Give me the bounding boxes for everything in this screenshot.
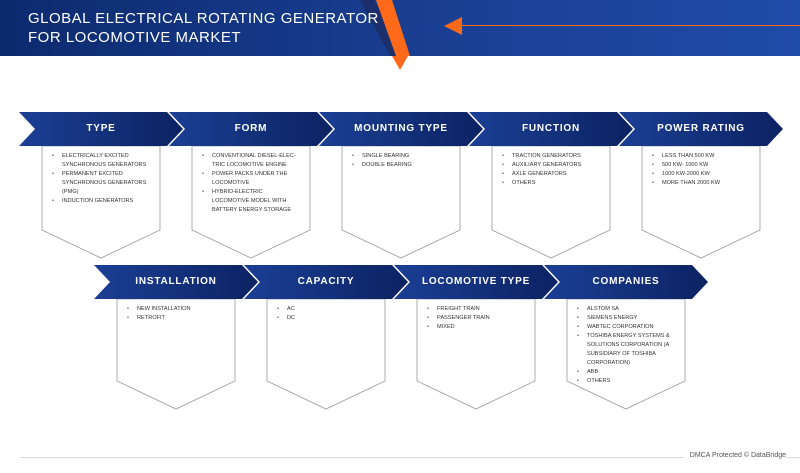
- list-item: WABTEC CORPORATION: [577, 323, 675, 332]
- chevron-companies: [544, 265, 708, 299]
- items-list-locomotive-type: FREIGHT TRAINPASSENGER TRAINMIXED: [427, 305, 525, 332]
- items-list-capacity: ACDC: [277, 305, 375, 323]
- page-title-line-1: GLOBAL ELECTRICAL ROTATING GENERATOR: [28, 10, 379, 27]
- page-title-line-2: FOR LOCOMOTIVE MARKET: [28, 29, 242, 46]
- list-item: INDUCTION GENERATORS: [52, 197, 150, 206]
- list-item: LESS THAN 500 KW: [652, 152, 750, 161]
- stage-label-capacity: CAPACITY: [297, 276, 355, 287]
- list-item: SINGLE BEARING: [352, 152, 450, 161]
- stage-label-companies: COMPANIES: [592, 276, 660, 287]
- page-title: GLOBAL ELECTRICAL ROTATING GENERATOR FOR…: [28, 9, 379, 47]
- list-item: AC: [277, 305, 375, 314]
- list-item: HYBRID-ELECTRIC LOCOMOTIVE MODEL WITH BA…: [202, 188, 300, 215]
- stage-label-function: FUNCTION: [521, 123, 581, 134]
- chevron-capacity: [244, 265, 408, 299]
- list-item: POWER PACKS UNDER THE LOCOMOTIVE: [202, 170, 300, 188]
- items-list-power-rating: LESS THAN 500 KW500 KW- 1000 KW1000 KW-2…: [652, 152, 750, 188]
- list-item: 1000 KW-2000 KW: [652, 170, 750, 179]
- list-item: ABB: [577, 368, 675, 377]
- list-item: TRACTION GENERATORS: [502, 152, 600, 161]
- footer-divider: [20, 457, 800, 458]
- list-item: CONVENTIONAL DIESEL-ELEC-TRIC LOCOMOTIVE…: [202, 152, 300, 170]
- stage-label-power-rating: POWER RATING: [657, 123, 745, 134]
- header-accent-line: [462, 25, 800, 26]
- items-list-installation: NEW INSTALLATIONRETROFIT: [127, 305, 225, 323]
- list-item: PERMANENT EXCITED SYNCHRONOUS GENERATORS…: [52, 170, 150, 197]
- list-item: SIEMENS ENERGY: [577, 314, 675, 323]
- chevron-installation: [94, 265, 258, 299]
- header-arrow-icon: [444, 17, 462, 35]
- chevron-power-rating: [619, 112, 783, 146]
- list-item: OTHERS: [577, 377, 675, 386]
- items-list-companies: ALSTOM SASIEMENS ENERGYWABTEC CORPORATIO…: [577, 305, 675, 386]
- header-stripes: [360, 0, 410, 56]
- items-list-mounting-type: SINGLE BEARINGDOUBLE BEARING: [352, 152, 450, 170]
- stage-label-mounting-type: MOUNTING TYPE: [354, 123, 448, 134]
- chevron-function: [469, 112, 633, 146]
- stage-label-locomotive-type: LOCOMOTIVE TYPE: [421, 276, 531, 287]
- header-banner: GLOBAL ELECTRICAL ROTATING GENERATOR FOR…: [0, 0, 800, 56]
- list-item: OTHERS: [502, 179, 600, 188]
- items-list-form: CONVENTIONAL DIESEL-ELEC-TRIC LOCOMOTIVE…: [202, 152, 300, 215]
- list-item: DOUBLE BEARING: [352, 161, 450, 170]
- orange-stripe: [376, 0, 410, 56]
- list-item: ALSTOM SA: [577, 305, 675, 314]
- list-item: PASSENGER TRAIN: [427, 314, 525, 323]
- chevron-locomotive-type: [394, 265, 558, 299]
- footer-copyright: DMCA Protected © DataBridge: [683, 452, 786, 459]
- list-item: FREIGHT TRAIN: [427, 305, 525, 314]
- chevron-type: [19, 112, 183, 146]
- stage-label-form: FORM: [234, 123, 268, 134]
- list-item: NEW INSTALLATION: [127, 305, 225, 314]
- list-item: ELECTRICALLY EXCITED SYNCHRONOUS GENERAT…: [52, 152, 150, 170]
- list-item: AUXILIARY GENERATORS: [502, 161, 600, 170]
- stage-label-type: TYPE: [86, 123, 116, 134]
- list-item: TOSHIBA ENERGY SYSTEMS & SOLUTIONS CORPO…: [577, 332, 675, 368]
- items-list-type: ELECTRICALLY EXCITED SYNCHRONOUS GENERAT…: [52, 152, 150, 206]
- chevron-mounting-type: [319, 112, 483, 146]
- list-item: AXLE GENERATORS: [502, 170, 600, 179]
- list-item: DC: [277, 314, 375, 323]
- chevron-form: [169, 112, 333, 146]
- orange-tip: [392, 56, 408, 70]
- stage-label-installation: INSTALLATION: [135, 276, 217, 287]
- header-tip: [392, 56, 408, 70]
- list-item: RETROFIT: [127, 314, 225, 323]
- items-list-function: TRACTION GENERATORSAUXILIARY GENERATORSA…: [502, 152, 600, 188]
- list-item: MORE THAN 2000 KW: [652, 179, 750, 188]
- list-item: 500 KW- 1000 KW: [652, 161, 750, 170]
- list-item: MIXED: [427, 323, 525, 332]
